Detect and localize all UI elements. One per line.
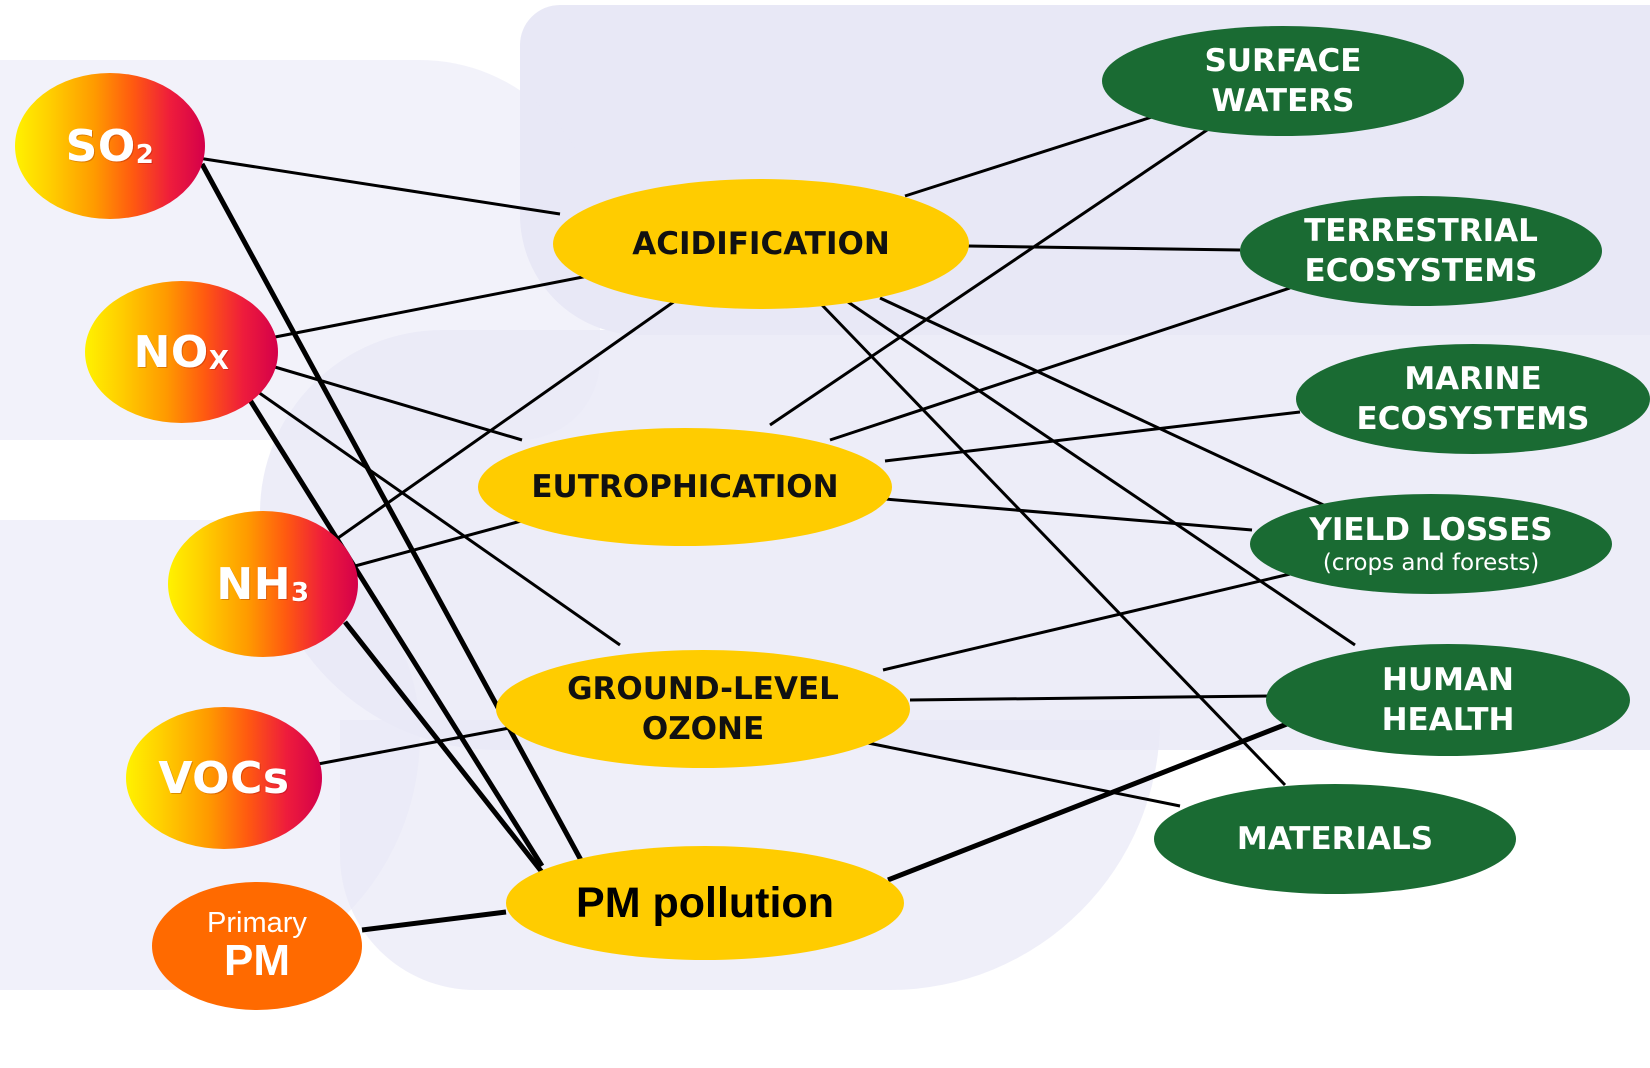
link-primary-pm (361, 909, 507, 933)
vocs-label: VOCs (158, 752, 290, 804)
ozone-line2: OZONE (641, 711, 765, 747)
health-line2: HEALTH (1381, 702, 1515, 738)
ozone-line1: GROUND-LEVEL (567, 670, 839, 707)
node-nh3: NH3 (168, 511, 358, 657)
primary-pm-line1: Primary (207, 906, 307, 939)
node-acidification: ACIDIFICATION (553, 179, 969, 309)
link-acidification-terrestrial (967, 244, 1241, 252)
marine-line2: ECOSYSTEMS (1356, 401, 1590, 437)
marine-line1: MARINE (1404, 360, 1542, 397)
link-pm-health (887, 719, 1293, 883)
nh3-label: NH3 (216, 558, 310, 610)
link-eutrophication-terrestrial (829, 286, 1291, 442)
link-nh3-pm (343, 620, 547, 878)
node-eutrophication: EUTROPHICATION (478, 428, 892, 546)
node-so2: SO2 (15, 73, 205, 219)
link-eutrophication-surface-waters (769, 126, 1211, 427)
node-primary-pm: Primary PM (152, 882, 362, 1010)
health-line1: HUMAN (1382, 661, 1514, 698)
materials-label: MATERIALS (1236, 820, 1434, 857)
pm-pollution-label: PM pollution (576, 878, 834, 927)
link-vocs-ozone (317, 724, 521, 766)
link-so2-pm (199, 162, 585, 864)
link-nox-acidification (269, 274, 589, 340)
node-nox: NOX (85, 281, 278, 423)
terrestrial-line1: TERRESTRIAL (1304, 212, 1538, 249)
node-pm-pollution: PM pollution (506, 846, 904, 960)
acidification-label: ACIDIFICATION (632, 225, 890, 262)
link-nox-ozone (257, 390, 621, 647)
link-nh3-eutrophication (354, 518, 526, 568)
node-yield-losses: YIELD LOSSES (crops and forests) (1250, 494, 1612, 594)
link-acidification-yield (879, 296, 1331, 510)
link-so2-acidification (197, 156, 561, 216)
surface-waters-line1: SURFACE (1204, 42, 1362, 79)
node-materials: MATERIALS (1154, 784, 1516, 894)
link-acidification-health (847, 300, 1356, 647)
link-ozone-yield (882, 572, 1291, 672)
node-vocs: VOCs (126, 707, 322, 849)
terrestrial-line2: ECOSYSTEMS (1304, 253, 1538, 289)
link-acidification-materials (820, 303, 1287, 787)
link-nox-eutrophication (267, 363, 523, 442)
primary-pm-line2: PM (224, 936, 290, 986)
yield-line1: YIELD LOSSES (1309, 512, 1553, 549)
link-nh3-acidification (337, 294, 683, 540)
link-ozone-materials (867, 741, 1181, 808)
nox-label: NOX (133, 326, 230, 378)
node-terrestrial-ecosystems: TERRESTRIAL ECOSYSTEMS (1240, 196, 1602, 306)
link-eutrophication-marine (884, 410, 1301, 463)
link-ozone-health (909, 694, 1271, 702)
link-eutrophication-yield (884, 497, 1253, 532)
link-acidification-surface-waters (904, 114, 1156, 198)
so2-label: SO2 (65, 120, 155, 172)
node-marine-ecosystems: MARINE ECOSYSTEMS (1296, 344, 1650, 454)
yield-line2: (crops and forests) (1322, 550, 1540, 577)
node-human-health: HUMAN HEALTH (1266, 644, 1630, 756)
eutrophication-label: EUTROPHICATION (531, 468, 839, 505)
node-ground-level-ozone: GROUND-LEVEL OZONE (496, 650, 910, 768)
node-surface-waters: SURFACE WATERS (1102, 26, 1464, 136)
link-nox-pm (247, 398, 545, 868)
surface-waters-line2: WATERS (1211, 83, 1355, 119)
